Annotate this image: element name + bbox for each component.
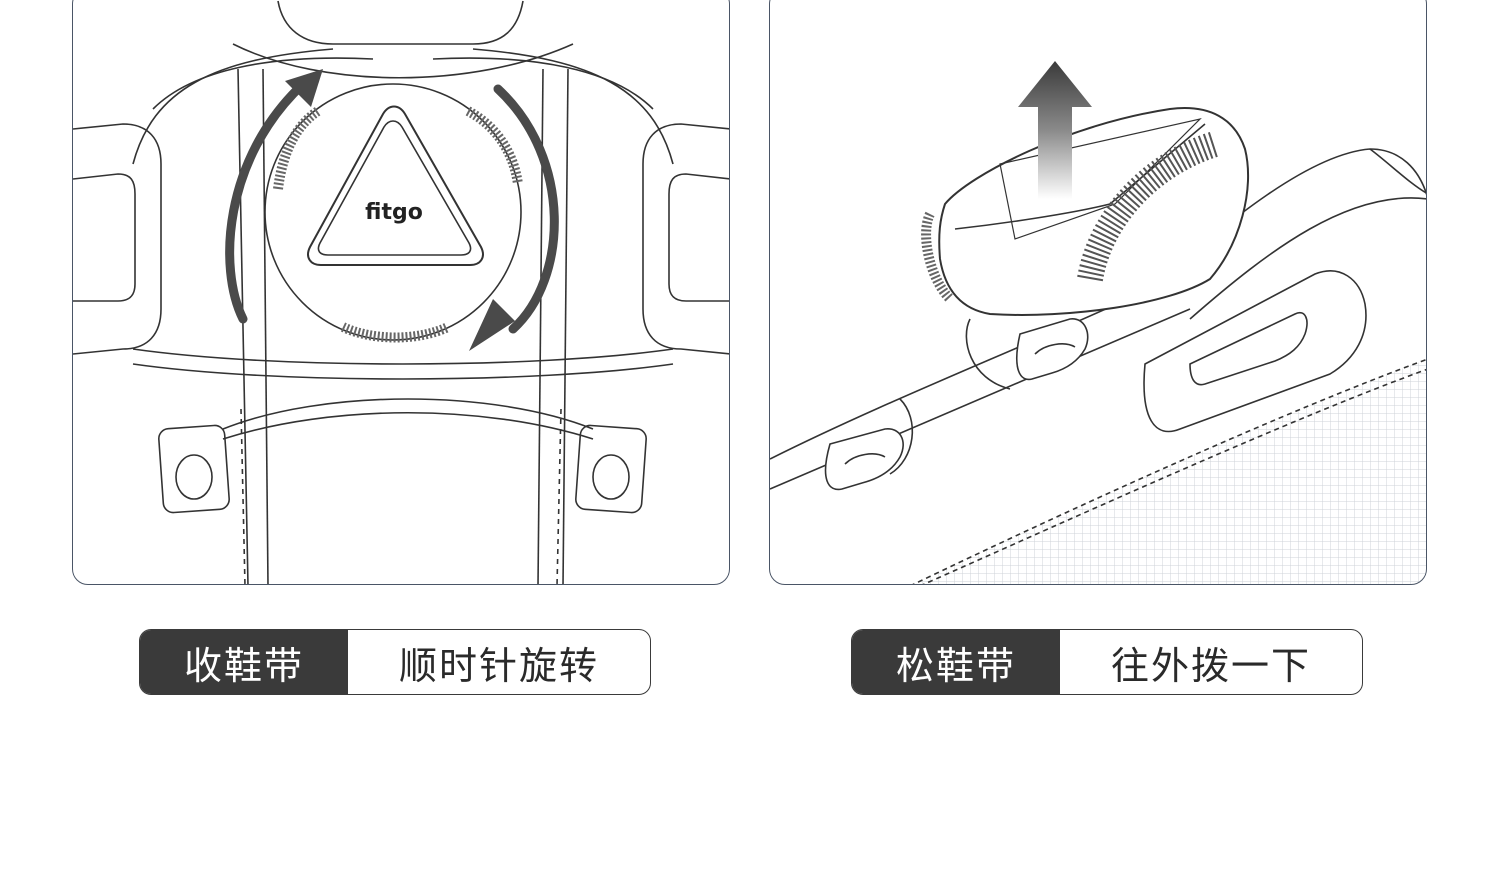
tighten-illustration-panel: fitgo (72, 0, 730, 585)
loosen-instruction-label: 往外拨一下 (1110, 643, 1311, 688)
loosen-illustration-panel (769, 0, 1427, 585)
loosen-illustration (770, 61, 1426, 584)
tighten-instruction-label: 顺时针旋转 (398, 643, 599, 688)
loosen-caption: 松鞋带 往外拨一下 (851, 629, 1363, 695)
tighten-caption: 收鞋带 顺时针旋转 (139, 629, 651, 695)
tighten-action-label: 收鞋带 (140, 630, 348, 694)
tighten-illustration: fitgo (73, 0, 729, 584)
loosen-action-label: 松鞋带 (852, 630, 1060, 694)
brand-logo-text: fitgo (365, 200, 423, 225)
